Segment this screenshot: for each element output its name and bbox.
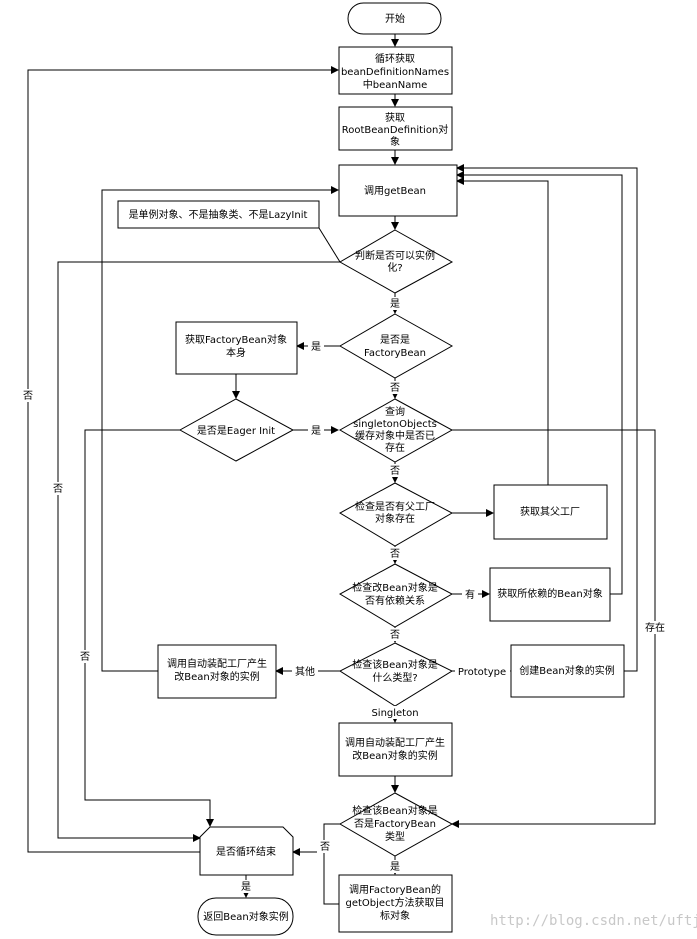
get-rbd-line1: 获取 — [385, 112, 405, 124]
node-loop-end: 是否循环结束 — [199, 826, 294, 876]
get-depends-label: 获取所依赖的Bean对象 — [497, 587, 602, 600]
label-caninst-no: 否 — [53, 483, 63, 495]
note-connector — [318, 227, 341, 263]
call-getobject-line1: 调用FactoryBean的 — [349, 883, 441, 896]
is-eager-init-label: 是否是Eager Init — [197, 425, 275, 437]
label-isfb-yes: 是 — [311, 341, 321, 353]
call-autowire-other-line1: 调用自动装配工厂产生 — [167, 657, 267, 670]
call-autowire-other-line2: 改Bean对象的实例 — [174, 670, 259, 683]
check-fb-type-line1: 检查该Bean对象是 — [352, 804, 437, 817]
label-depends-no: 否 — [390, 629, 400, 641]
label-type-other: 其他 — [295, 665, 315, 678]
node-get-depends: 获取所依赖的Bean对象 — [489, 567, 611, 622]
call-getobject-line2: getObject方法获取目 — [346, 896, 445, 909]
label-checkfb-yes: 是 — [390, 861, 400, 873]
query-singleton-line2: singletonObjects — [353, 419, 437, 430]
node-note: 是单例对象、不是抽象类、不是LazyInit — [117, 200, 320, 229]
check-type-line2: 什么类型? — [372, 671, 417, 684]
edge-create-loop — [456, 164, 638, 672]
can-instantiate-line2: 化? — [387, 261, 402, 274]
loop-names-line2: beanDefinitionNames — [341, 67, 449, 78]
label-query-exists: 存在 — [645, 621, 665, 634]
return-instance-label: 返回Bean对象实例 — [203, 910, 288, 923]
check-depends-line1: 检查改Bean对象是 — [352, 581, 437, 594]
loop-names-line1: 循环获取 — [375, 52, 415, 65]
note-label: 是单例对象、不是抽象类、不是LazyInit — [129, 208, 308, 221]
label-query-no: 否 — [390, 465, 400, 477]
node-call-getobject: 调用FactoryBean的 getObject方法获取目 标对象 — [338, 874, 453, 933]
node-is-factorybean: 是否是 FactoryBean — [339, 313, 454, 379]
node-check-fb-type: 检查该Bean对象是 否是FactoryBean 类型 — [338, 792, 454, 857]
node-call-autowire-other: 调用自动装配工厂产生 改Bean对象的实例 — [157, 644, 277, 699]
node-check-depends: 检查改Bean对象是 否有依赖关系 — [338, 563, 454, 628]
label-loopend-no: 否 — [23, 390, 33, 402]
check-fb-type-line3: 类型 — [385, 830, 405, 843]
label-eager-no: 否 — [80, 651, 90, 663]
create-prototype-label: 创建Bean对象的实例 — [519, 664, 614, 677]
watermark: http://blog.csdn.net/uftjtt — [490, 913, 697, 929]
label-caninst-yes: 是 — [390, 298, 400, 310]
label-isfb-no: 否 — [390, 382, 400, 394]
node-call-getbean: 调用getBean — [338, 164, 458, 217]
edge-getobject-loopend — [323, 852, 340, 905]
query-singleton-line4: 存在 — [385, 441, 405, 454]
label-checkfb-no: 否 — [320, 841, 330, 853]
get-factorybean-self-line1: 获取FactoryBean对象 — [185, 333, 287, 346]
label-type-singleton: Singleton — [371, 708, 418, 719]
edge-getparent-loop — [456, 177, 549, 485]
query-singleton-line3: 缓存对象中是否已 — [355, 429, 435, 442]
node-can-instantiate: 判断是否可以实例 化? — [338, 229, 454, 294]
get-rbd-line3: 象 — [390, 136, 400, 148]
check-fb-type-line2: 否是FactoryBean — [354, 818, 436, 830]
label-eager-yes: 是 — [311, 425, 321, 437]
node-call-autowire-singleton: 调用自动装配工厂产生 改Bean对象的实例 — [338, 722, 453, 777]
label-parent-no: 否 — [390, 548, 400, 560]
node-query-singleton: 查询 singletonObjects 缓存对象中是否已 存在 — [338, 398, 454, 463]
check-parent-line2: 对象存在 — [375, 512, 415, 525]
node-create-prototype: 创建Bean对象的实例 — [510, 644, 625, 698]
call-getbean-label: 调用getBean — [364, 185, 426, 197]
get-parent-label: 获取其父工厂 — [520, 506, 580, 518]
can-instantiate-line1: 判断是否可以实例 — [355, 249, 435, 262]
loop-end-label: 是否循环结束 — [216, 845, 276, 858]
edge-checkfb-no — [292, 823, 340, 856]
node-loop-names: 循环获取 beanDefinitionNames 中beanName — [338, 46, 453, 95]
loop-names-line3: 中beanName — [363, 78, 427, 91]
call-autowire-singleton-line2: 改Bean对象的实例 — [352, 749, 437, 762]
node-check-type: 检查该Bean对象是 什么类型? — [338, 642, 454, 707]
label-type-prototype: Prototype — [458, 667, 506, 678]
label-depends-has: 有 — [465, 588, 475, 601]
check-depends-line2: 否有依赖关系 — [365, 594, 425, 607]
node-check-parent: 检查是否有父工厂 对象存在 — [338, 482, 454, 547]
node-start: 开始 — [347, 2, 442, 35]
is-factorybean-line1: 是否是 — [380, 334, 410, 346]
node-get-parent: 获取其父工厂 — [493, 484, 608, 540]
query-singleton-line1: 查询 — [385, 405, 405, 418]
edge-caninst-no — [57, 261, 340, 842]
node-get-rbd: 获取 RootBeanDefinition对 象 — [338, 106, 453, 151]
node-is-eager-init: 是否是Eager Init — [178, 398, 295, 462]
edge-labels: 是 否 是 是 否 否 有 否 其他 Prototype Singleton 是… — [20, 297, 668, 893]
call-autowire-singleton-line1: 调用自动装配工厂产生 — [345, 736, 445, 749]
check-type-line1: 检查该Bean对象是 — [352, 658, 437, 671]
edge-eager-no — [84, 429, 214, 827]
get-factorybean-self-line2: 本身 — [226, 346, 246, 359]
check-parent-line1: 检查是否有父工厂 — [355, 500, 435, 513]
node-get-factorybean-self: 获取FactoryBean对象 本身 — [175, 321, 298, 375]
edge-loopend-no — [27, 66, 339, 853]
edge-getdepends-loop — [456, 171, 623, 595]
node-return-instance: 返回Bean对象实例 — [197, 897, 294, 936]
start-label: 开始 — [385, 12, 405, 25]
label-loopend-yes: 是 — [241, 881, 251, 893]
call-getobject-line3: 标对象 — [380, 909, 410, 922]
get-rbd-line2: RootBeanDefinition对 — [342, 123, 449, 136]
is-factorybean-line2: FactoryBean — [364, 348, 426, 359]
